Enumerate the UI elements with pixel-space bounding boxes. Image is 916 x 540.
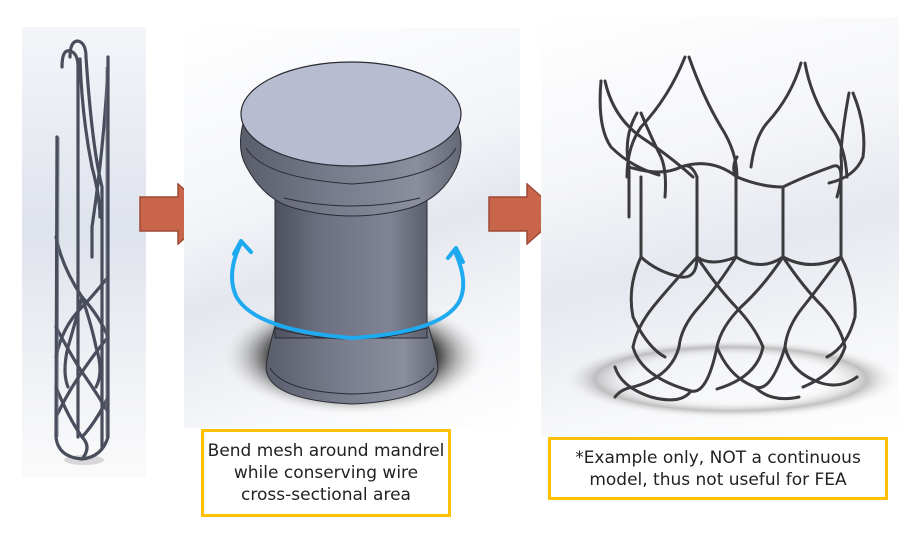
caption-line: while conserving wire	[233, 463, 419, 483]
flat-mesh-panel	[22, 27, 146, 477]
expanded-stent-illustration	[561, 55, 899, 419]
mandrel-panel	[184, 28, 520, 428]
expanded-stent-panel	[541, 17, 899, 437]
mandrel-caption-box: Bend mesh around mandrel while conservin…	[201, 429, 451, 517]
caption-line: Bend mesh around mandrel	[207, 441, 445, 461]
caption-line: cross-sectional area	[241, 485, 411, 505]
expanded-stent-caption-box: *Example only, NOT a continuous model, t…	[548, 437, 888, 500]
rotate-arrow-icon	[230, 239, 466, 341]
caption-line: model, thus not useful for FEA	[589, 469, 847, 490]
mandrel-illustration	[219, 61, 489, 416]
flat-mesh-illustration	[54, 39, 110, 465]
caption-line: *Example only, NOT a continuous	[575, 447, 861, 468]
